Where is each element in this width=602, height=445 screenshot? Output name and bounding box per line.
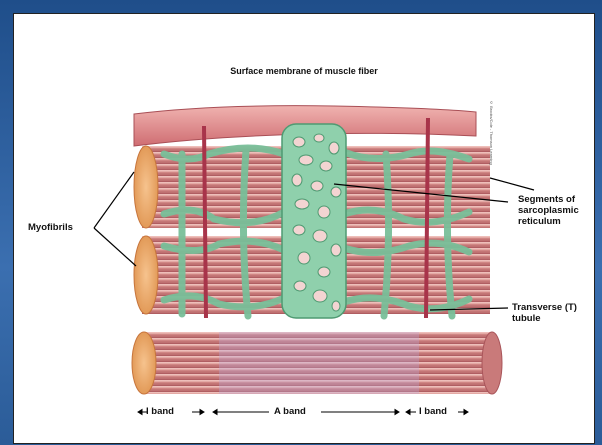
label-t-tubule-line2: tubule xyxy=(512,313,592,324)
a-band-region xyxy=(219,332,419,394)
myofibril-bottom-right-end xyxy=(482,332,502,394)
label-t-tubule: Transverse (T) tubule xyxy=(512,302,592,324)
myofibril-upper-end xyxy=(134,146,158,228)
label-a-band: A band xyxy=(274,406,306,417)
label-sr-line1: Segments of xyxy=(518,194,592,205)
label-sr-line3: reticulum xyxy=(518,216,592,227)
diagram-title: Surface membrane of muscle fiber xyxy=(14,66,594,76)
copyright-credit: © Brooks/Cole - Thomson Learning xyxy=(489,100,494,165)
myofibril-bottom-end xyxy=(132,332,156,394)
label-sr-line2: sarcoplasmic xyxy=(518,205,592,216)
label-i-band-left: I band xyxy=(146,406,174,417)
myofibril-lower-end xyxy=(134,236,158,314)
label-myofibrils: Myofibrils xyxy=(28,222,73,233)
muscle-fiber-illustration xyxy=(14,14,594,443)
slide-canvas: Surface membrane of muscle fiber Myofibr… xyxy=(13,13,595,444)
label-i-band-right: I band xyxy=(419,406,447,417)
label-sr: Segments of sarcoplasmic reticulum xyxy=(518,194,592,227)
label-t-tubule-line1: Transverse (T) xyxy=(512,302,592,313)
